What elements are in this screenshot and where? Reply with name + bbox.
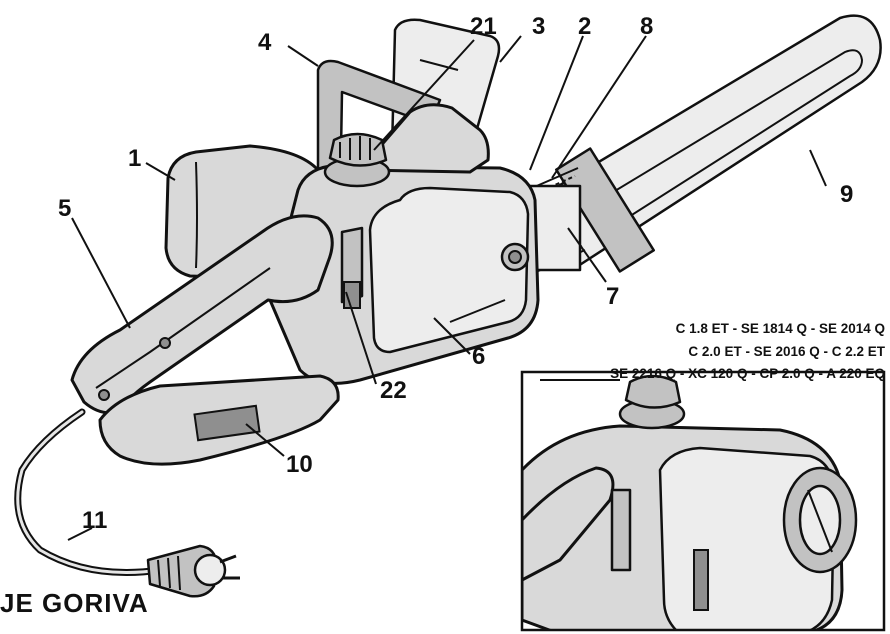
- inset-detail: [520, 370, 886, 632]
- base-plate: [98, 374, 340, 466]
- callout-9: 9: [840, 181, 853, 208]
- leader-lines: [67, 35, 827, 541]
- callout-3: 3: [532, 13, 545, 40]
- footer-text: JE GORIVA: [0, 588, 149, 618]
- model-line-2: C 2.0 ET - SE 2016 Q - C 2.2 ET: [688, 344, 885, 359]
- main-housing: [268, 103, 540, 385]
- guide-bar: [533, 14, 882, 273]
- oil-tank-cap: [323, 132, 391, 188]
- callout-2: 2: [578, 13, 591, 40]
- model-line-3: SE 2216 Q - XC 120 Q - CP 2.0 Q - A 220 …: [610, 366, 885, 381]
- callout-10: 10: [286, 451, 313, 478]
- switch-lever: [340, 226, 364, 309]
- plug: [146, 544, 240, 598]
- power-cord: [14, 408, 164, 576]
- callout-5: 5: [58, 195, 71, 222]
- callout-21: 21: [470, 13, 497, 40]
- callout-1: 1: [128, 145, 141, 172]
- callout-8: 8: [640, 13, 653, 40]
- model-line-1: C 1.8 ET - SE 1814 Q - SE 2014 Q: [676, 321, 885, 336]
- callout-11: 11: [82, 507, 107, 534]
- callout-4: 4: [258, 29, 272, 56]
- callout-22: 22: [380, 377, 407, 404]
- callout-6: 6: [472, 343, 485, 370]
- callout-7: 7: [606, 283, 619, 310]
- front-handle: [316, 59, 442, 212]
